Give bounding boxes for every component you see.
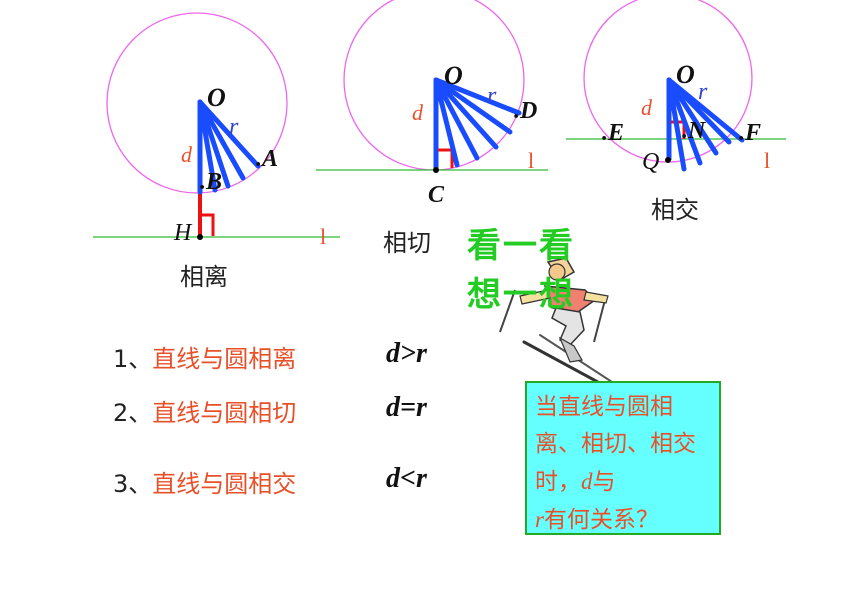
right-angle-mark-separate [200,213,215,236]
label-center-separate: O [207,83,226,112]
diagram-intersect: O r d .E .N .F Q l [566,0,786,175]
diagram-tangent: O r d .D C l [316,0,548,208]
point-q [665,157,671,163]
relation-row: 2、直线与圆相切 [113,393,296,428]
label-point-n: .N [682,118,707,144]
rays-tangent [433,77,522,168]
circle-separate [106,12,288,194]
label-center-tangent: O [444,61,463,90]
question-d: d [581,469,593,494]
question-box: 当直线与圆相离、相切、相交时，d与 r有何关系？ [525,381,721,535]
point-h [197,234,203,240]
caption-separate: 相离 [180,263,228,291]
label-center-intersect: O [676,60,695,89]
label-line-tangent: l [528,148,534,173]
label-point-b: .B [200,169,222,195]
relation-number: 2、 [113,399,153,427]
look-text: 看一看 [467,226,575,266]
relation-row: 3、直线与圆相交 [113,464,296,499]
relation-number: 1、 [113,345,153,373]
right-angle-mark-tangent [438,148,454,168]
question-r: r [535,507,544,532]
relation-text: 直线与圆相切 [152,399,297,427]
label-line-separate: l [320,224,326,249]
label-point-q: Q [642,149,659,175]
relation-formula: d>r [386,338,427,369]
relation-formula: d<r [386,463,427,494]
relation-text: 直线与圆相交 [152,470,297,498]
question-text-3: 有何关系？ [543,507,659,533]
label-point-h: H [173,220,193,246]
skier-icon [499,257,622,396]
label-point-f: .F [739,120,761,146]
label-radius-tangent: r [487,83,497,109]
label-distance-intersect: d [641,95,653,120]
question-text-1: 当直线与圆相离、相切、相交时， [535,394,696,495]
label-point-e: .E [602,120,624,146]
relation-row: 1、直线与圆相离 [113,339,296,374]
question-text-2: 与 [592,469,616,495]
think-text: 想一想 [467,275,575,315]
label-point-a: .A [256,146,278,172]
point-c [433,167,439,173]
caption-tangent: 相切 [383,229,431,257]
label-point-d: .D [514,98,537,124]
rays-intersect [666,77,745,172]
relation-formula: d=r [386,392,427,423]
label-distance-tangent: d [412,100,424,125]
label-radius-intersect: r [698,79,708,105]
rays-separate [197,99,261,195]
label-point-c: C [428,182,445,208]
label-distance-separate: d [181,142,193,167]
relation-number: 3、 [113,470,153,498]
relation-text: 直线与圆相离 [152,345,297,373]
diagram-separate: O r d .A .B H l [93,12,340,249]
label-radius-separate: r [229,114,239,140]
caption-intersect: 相交 [651,196,699,224]
label-line-intersect: l [764,148,770,173]
